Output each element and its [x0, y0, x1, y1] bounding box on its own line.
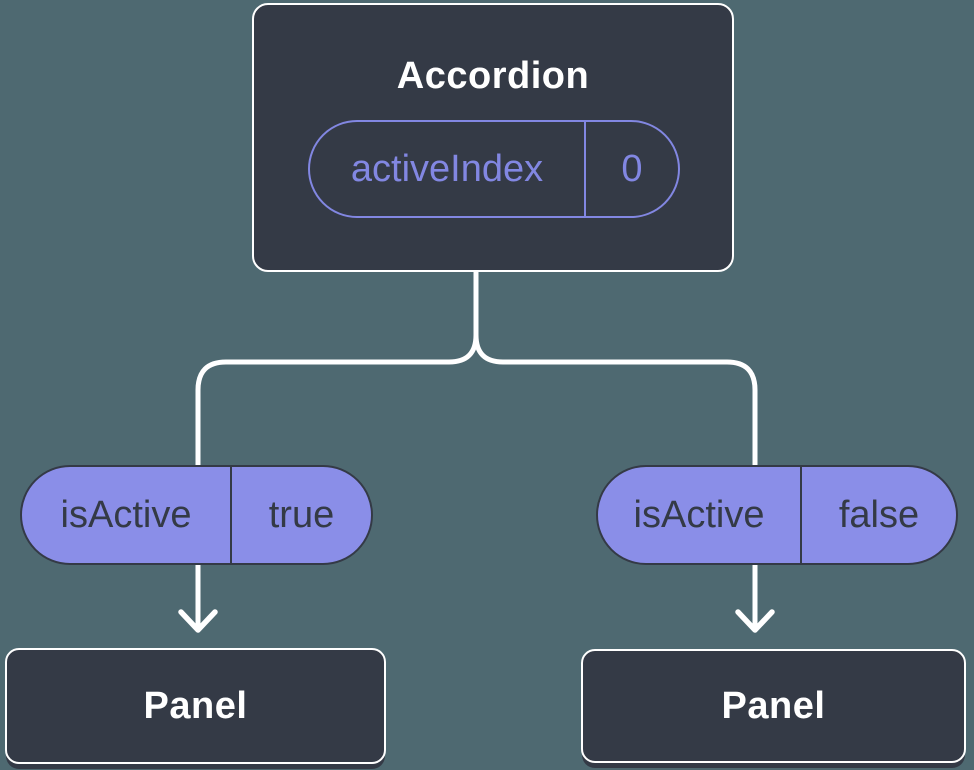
panel-node-left: Panel [5, 648, 386, 764]
prop-pill-right: isActive false [596, 465, 958, 565]
panel-node-label: Panel [721, 684, 826, 727]
connector-branch-right [473, 334, 758, 627]
prop-value: false [838, 493, 920, 536]
prop-name: isActive [22, 467, 232, 563]
panel-node-label: Panel [143, 684, 248, 727]
state-pill: activeIndex 0 [308, 120, 680, 218]
prop-pill-left: isActive true [20, 465, 373, 565]
connector-branch-left [195, 270, 479, 627]
accordion-node: Accordion activeIndex 0 [252, 3, 734, 272]
accordion-node-label: Accordion [396, 55, 590, 97]
state-name: activeIndex [310, 122, 586, 216]
prop-name: isActive [598, 467, 802, 563]
panel-node-right: Panel [581, 649, 966, 763]
arrow-down-icon [735, 609, 775, 633]
prop-value: true [268, 493, 335, 536]
state-value: 0 [621, 147, 643, 190]
arrow-down-icon [178, 609, 218, 633]
